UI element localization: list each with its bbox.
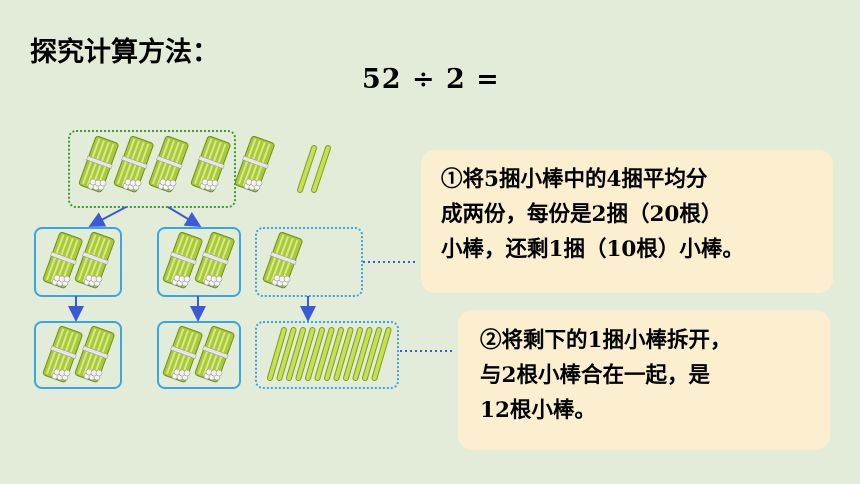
note-1-line-3: 小棒，还剩1捆（10根）小棒。 <box>441 237 744 262</box>
loose-sticks-group <box>255 321 399 389</box>
loose-stick-icon <box>371 327 392 381</box>
loose-stick-icon <box>324 327 344 381</box>
bundle-icon <box>232 134 277 194</box>
loose-stick-icon <box>311 145 331 193</box>
bundle-icon <box>188 134 233 194</box>
loose-stick-icon <box>314 327 335 381</box>
bundle-icon <box>260 230 305 290</box>
bundle-icon <box>146 134 191 194</box>
loose-stick-icon <box>286 327 306 381</box>
initial-sticks-group <box>68 130 236 208</box>
note-1-line-1: ①将5捆小棒中的4捆平均分 <box>441 167 708 192</box>
bundle-icon <box>111 134 156 194</box>
share-1-final-group <box>34 321 122 389</box>
explanation-note-2: ②将剩下的1捆小棒拆开， 与2根小棒合在一起，是 12根小棒。 <box>458 310 830 450</box>
loose-sticks <box>267 327 392 381</box>
equation: 52 ÷ 2 = <box>362 64 500 95</box>
arrow-icon <box>88 206 127 227</box>
loose-stick-icon <box>267 327 287 381</box>
loose-stick-icon <box>305 327 325 381</box>
bundle-icon <box>76 134 121 194</box>
loose-stick-icon <box>276 327 297 381</box>
explanation-note-1: ①将5捆小棒中的4捆平均分 成两份，每份是2捆（20根） 小棒，还剩1捆（10根… <box>421 150 833 293</box>
share-1-group <box>34 227 122 297</box>
note-2-line-1: ②将剩下的1捆小棒拆开， <box>480 328 732 353</box>
loose-stick-icon <box>362 327 382 381</box>
loose-stick-icon <box>297 145 317 193</box>
note-2-line-2: 与2根小棒合在一起，是 <box>480 363 710 388</box>
page-title: 探究计算方法： <box>30 37 219 68</box>
loose-stick-icon <box>352 327 373 381</box>
loose-stick-icon <box>295 327 316 381</box>
arrow-icon <box>167 206 202 228</box>
loose-stick-icon <box>333 327 354 381</box>
share-2-final-group <box>157 321 241 389</box>
note-1-line-2: 成两份，每份是2捆（20根） <box>441 202 723 227</box>
loose-stick-icon <box>343 327 363 381</box>
note-2-line-3: 12根小棒。 <box>480 398 596 423</box>
